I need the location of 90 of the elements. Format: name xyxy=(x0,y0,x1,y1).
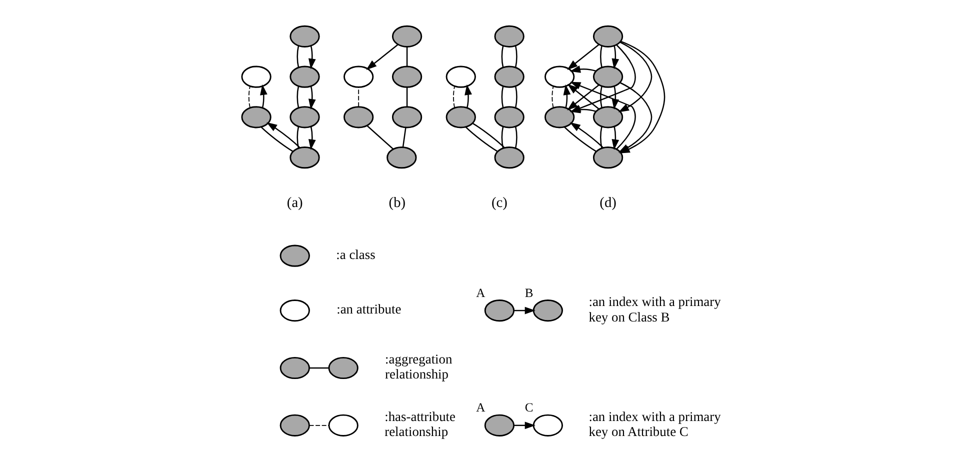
arrow xyxy=(513,422,535,430)
node-ellipse xyxy=(279,300,310,322)
node-ellipse xyxy=(494,25,524,48)
node-ellipse xyxy=(494,106,524,128)
connector xyxy=(464,126,498,152)
arrow xyxy=(308,126,316,150)
node-ellipse xyxy=(391,25,422,48)
node-ellipse xyxy=(484,414,514,436)
connector xyxy=(600,86,602,108)
label: (a) xyxy=(286,195,302,212)
arrow xyxy=(569,66,596,73)
node-ellipse xyxy=(544,66,574,88)
connector xyxy=(514,86,517,108)
node-label: A xyxy=(476,400,485,415)
arrow xyxy=(569,122,604,148)
node-ellipse xyxy=(445,106,476,128)
arrow xyxy=(562,84,570,108)
node-ellipse xyxy=(494,66,524,88)
node-ellipse xyxy=(279,356,310,380)
arrow xyxy=(611,46,619,70)
arrow xyxy=(566,44,599,70)
node-ellipse xyxy=(391,66,422,88)
node-ellipse xyxy=(289,146,320,169)
connector xyxy=(514,126,517,148)
connector xyxy=(500,126,504,148)
legend-label: :aggregation relationship xyxy=(384,351,452,382)
legend-label: :has-attribute relationship xyxy=(384,408,456,440)
node-ellipse xyxy=(592,106,623,128)
arrow xyxy=(308,46,316,70)
arrow xyxy=(464,84,472,108)
arrow xyxy=(308,86,316,110)
connector xyxy=(514,46,517,68)
connector xyxy=(564,126,596,152)
connector xyxy=(500,86,504,108)
connector xyxy=(296,46,299,68)
arrow xyxy=(266,122,300,148)
node-ellipse xyxy=(532,300,562,322)
label: (c) xyxy=(491,195,507,212)
node-label: B xyxy=(524,286,533,300)
node-ellipse xyxy=(386,146,416,169)
node-ellipse xyxy=(592,25,623,48)
arrow xyxy=(611,126,619,150)
connector xyxy=(402,128,406,148)
connector xyxy=(358,87,359,108)
node-ellipse xyxy=(343,106,374,128)
connector xyxy=(248,86,250,108)
node-ellipse xyxy=(279,244,310,267)
node-ellipse xyxy=(289,25,320,48)
connector xyxy=(308,367,328,369)
connector xyxy=(366,125,394,150)
connector xyxy=(452,86,455,108)
node-label: C xyxy=(524,400,533,415)
node-ellipse xyxy=(328,414,358,436)
connector xyxy=(296,126,299,148)
legend-label: :an attribute xyxy=(336,302,401,317)
label: (b) xyxy=(388,195,406,212)
node-ellipse xyxy=(494,146,524,169)
node-ellipse xyxy=(343,66,374,88)
arrow xyxy=(513,306,535,314)
node-ellipse xyxy=(240,66,271,88)
node-ellipse xyxy=(544,106,574,128)
arrow xyxy=(366,44,398,70)
connector xyxy=(406,47,408,66)
node-ellipse xyxy=(289,66,320,88)
connector xyxy=(472,122,504,148)
node-ellipse xyxy=(484,300,514,322)
node-ellipse xyxy=(592,146,623,169)
node-ellipse xyxy=(532,414,562,436)
connector xyxy=(260,126,293,152)
arrow xyxy=(618,42,652,112)
label: (d) xyxy=(599,195,616,212)
node-ellipse xyxy=(279,414,310,436)
node-ellipse xyxy=(592,66,623,88)
connector xyxy=(600,126,602,148)
connector xyxy=(551,86,554,108)
connector xyxy=(308,424,329,426)
node-label: A xyxy=(476,286,485,300)
node-ellipse xyxy=(240,106,271,128)
connector xyxy=(600,46,602,68)
connector xyxy=(500,46,504,68)
connector xyxy=(406,87,408,107)
arrow xyxy=(260,84,267,108)
node-ellipse xyxy=(445,66,476,88)
legend-label: :an index with a primary key on Attribute C xyxy=(588,408,720,440)
connector xyxy=(296,86,299,108)
legend-label: :a class xyxy=(336,246,375,262)
legend-label: :an index with a primary key on Class B xyxy=(588,294,720,324)
node-ellipse xyxy=(289,106,320,128)
node-ellipse xyxy=(391,106,422,128)
node-ellipse xyxy=(328,356,358,380)
